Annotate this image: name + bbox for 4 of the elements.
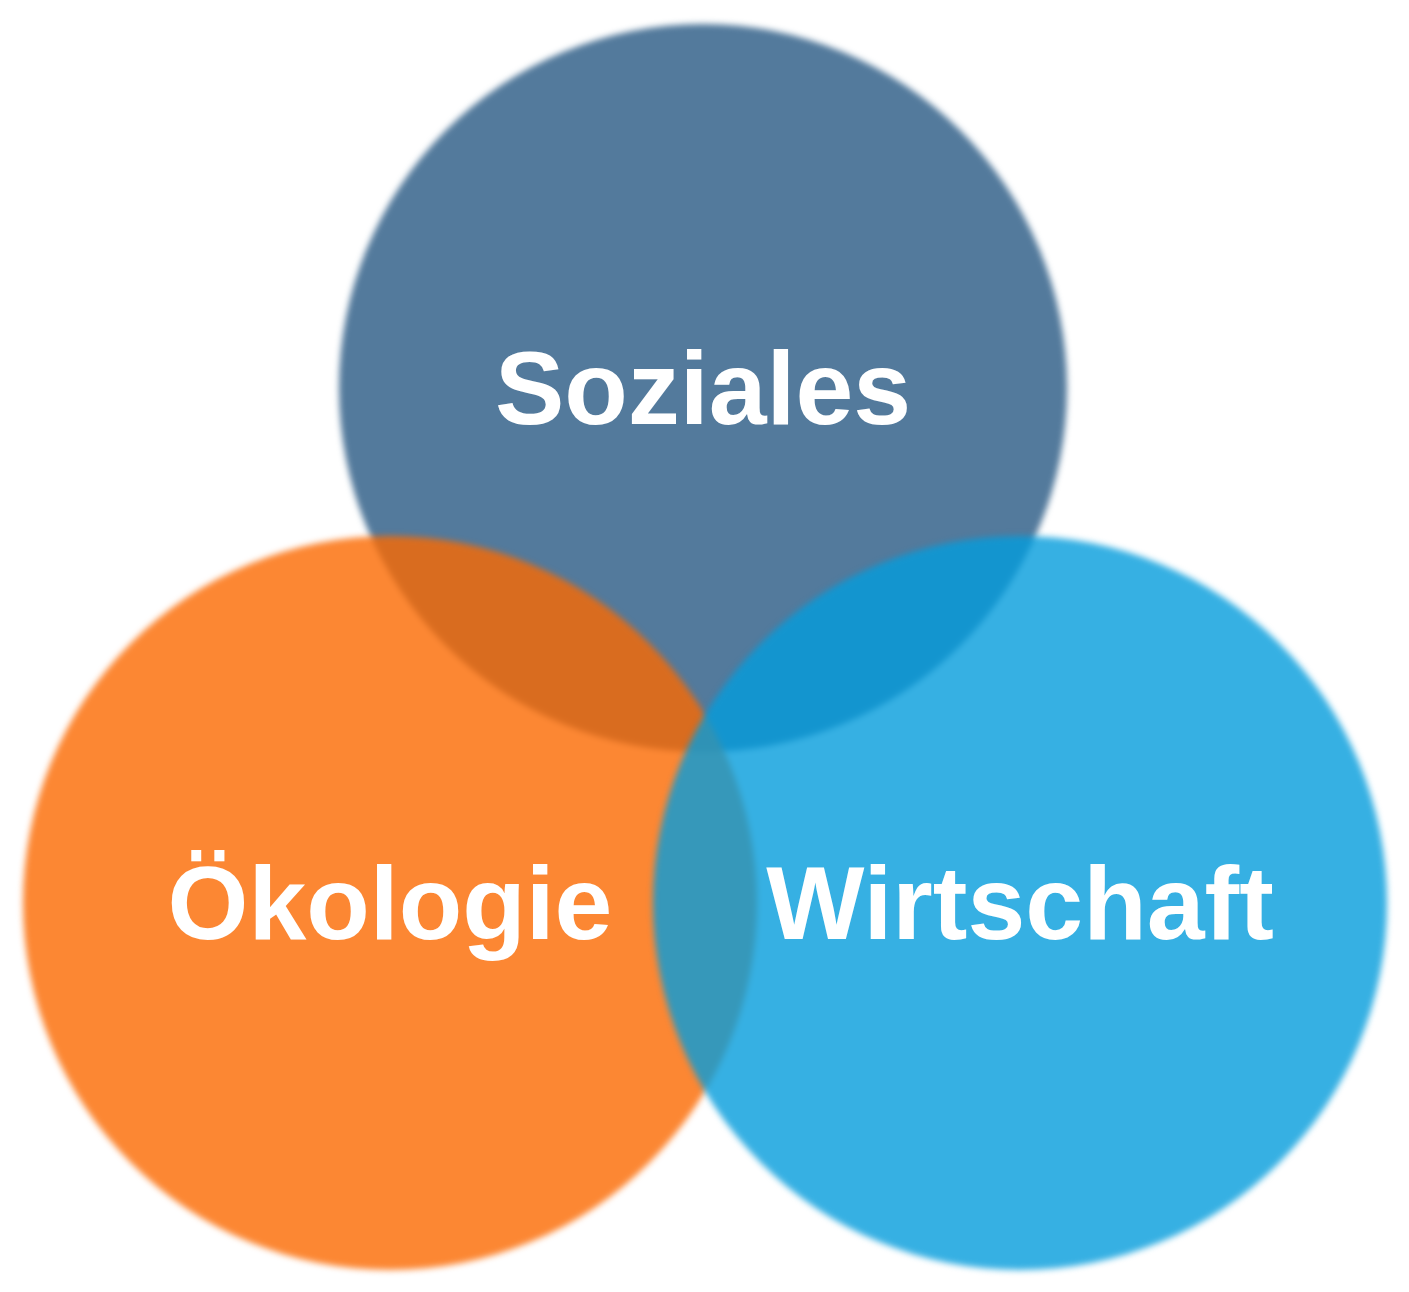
venn-circle	[650, 533, 1390, 1273]
circle-label: Soziales	[494, 328, 912, 448]
circle-label: Ökologie	[167, 843, 613, 963]
circle-label: Wirtschaft	[766, 843, 1274, 963]
